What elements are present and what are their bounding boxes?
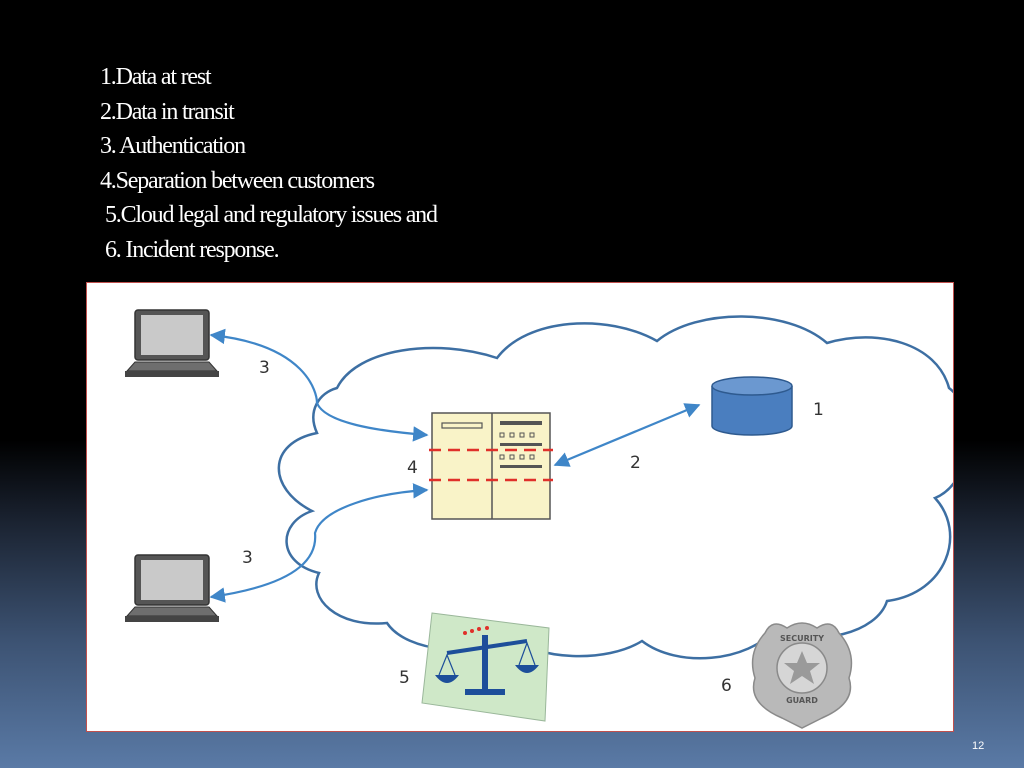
label-authentication-top: 3 (259, 358, 270, 378)
label-transit: 2 (630, 453, 641, 473)
label-incident: 6 (721, 676, 732, 696)
legal-scale-icon (421, 612, 550, 722)
label-separation: 4 (407, 458, 418, 478)
auth-arrow-bottom (209, 483, 429, 603)
item-list: 1.Data at rest 2.Data in transit 3. Auth… (100, 60, 438, 267)
list-item-legal-issues: 5.Cloud legal and regulatory issues and (105, 202, 438, 228)
list-item-incident-response: 6. Incident response. (105, 236, 280, 263)
list-item-separation: 4.Separation between customers (100, 167, 375, 194)
list-item-authentication: 3. Authentication (100, 133, 246, 159)
auth-arrow-top (209, 328, 429, 442)
database-icon (711, 376, 793, 436)
page-number: 12 (972, 740, 985, 752)
security-badge-icon: SECURITY GUARD (751, 622, 853, 729)
laptop-bottom-icon (125, 554, 219, 622)
transit-arrow (553, 403, 701, 467)
list-item-data-at-rest: 1.Data at rest (100, 64, 212, 90)
cloud-shape (277, 315, 953, 660)
list-item-data-in-transit: 2.Data in transit (100, 98, 235, 125)
laptop-top-icon (125, 309, 219, 377)
cloud-security-diagram: SECURITY GUARD 3 3 4 2 1 5 6 (86, 282, 954, 732)
badge-security-text: SECURITY (780, 634, 824, 643)
server-icon (429, 412, 553, 520)
label-legal: 5 (399, 668, 410, 688)
label-authentication-bottom: 3 (242, 548, 253, 568)
label-data-at-rest: 1 (813, 400, 824, 420)
badge-guard-text: GUARD (786, 696, 818, 705)
